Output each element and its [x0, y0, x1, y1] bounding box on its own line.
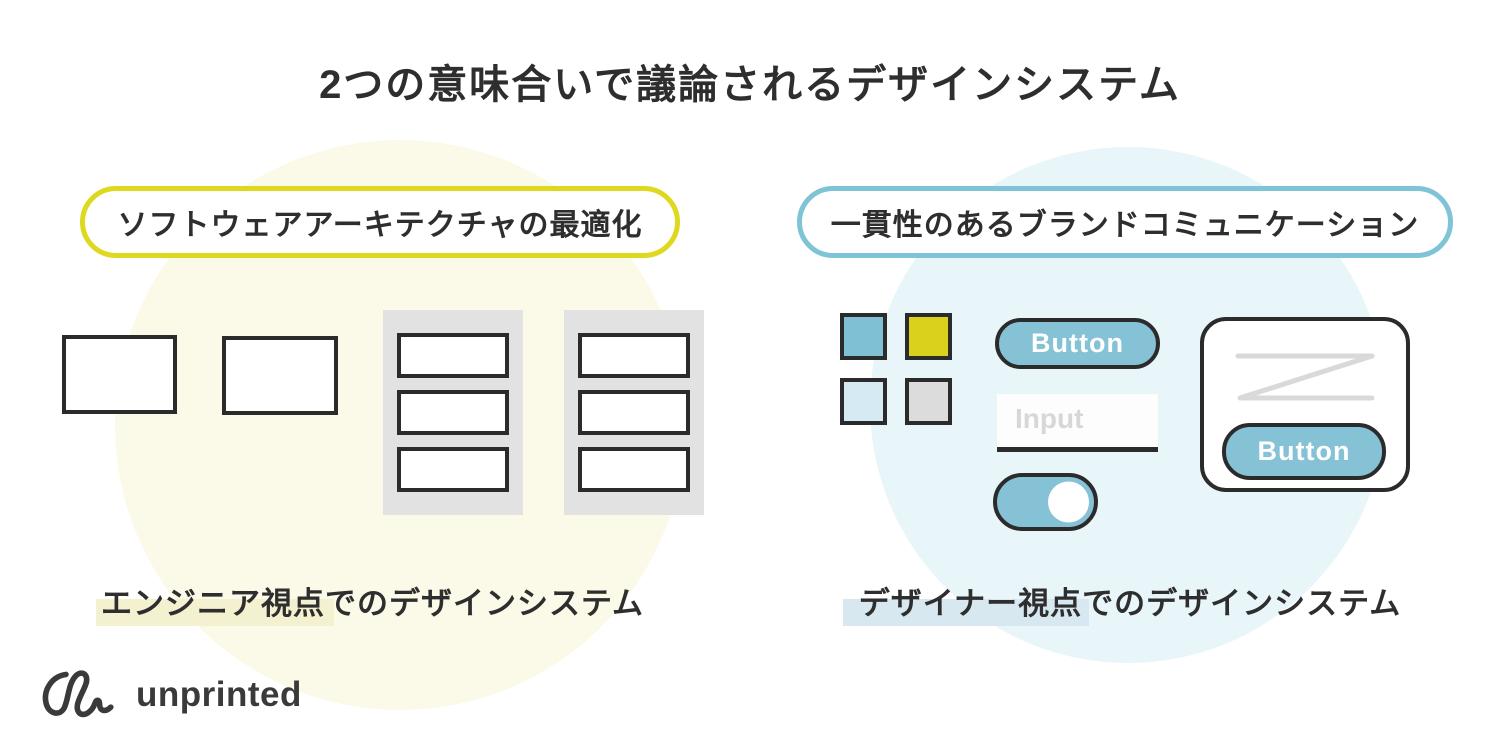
demo-button[interactable]: Button — [995, 318, 1160, 369]
wireframe-box — [222, 336, 338, 415]
wireframe-list-panel — [383, 310, 523, 515]
demo-button-label: Button — [1031, 328, 1124, 358]
left-caption: エンジニア視点でのデザインシステム — [100, 586, 645, 621]
demo-card-button-label: Button — [1257, 436, 1351, 466]
diagram-title: 2つの意味合いで議論されるデザインシステム — [319, 63, 1181, 107]
caption-highlight-blue — [843, 599, 1089, 626]
toggle-knob — [1048, 481, 1089, 523]
wireframe-list-row — [397, 333, 509, 378]
wireframe-list-row — [578, 333, 690, 378]
wireframe-box — [62, 335, 177, 414]
color-swatch-lightblue — [840, 378, 887, 425]
left-topic-badge-label: ソフトウェアアーキテクチャの最適化 — [117, 209, 643, 242]
color-swatch-teal — [840, 313, 887, 360]
demo-card: Button — [1200, 317, 1410, 492]
wireframe-list-row — [397, 447, 509, 492]
unprinted-logo-mark-icon — [42, 670, 114, 718]
demo-card-button[interactable]: Button — [1222, 423, 1386, 480]
left-topic-badge: ソフトウェアアーキテクチャの最適化 — [80, 186, 680, 258]
demo-toggle[interactable] — [993, 473, 1098, 531]
caption-highlight-yellow — [96, 599, 334, 626]
wireframe-list-row — [578, 390, 690, 435]
color-swatch-yellow — [905, 313, 952, 360]
placeholder-zigzag-icon — [1235, 353, 1375, 401]
color-swatch-gray — [905, 378, 952, 425]
right-topic-badge-label: 一貫性のあるブランドコミュニケーション — [830, 209, 1420, 242]
demo-input[interactable] — [997, 394, 1158, 452]
unprinted-logo-text: unprinted — [136, 675, 302, 714]
right-topic-badge: 一貫性のあるブランドコミュニケーション — [797, 186, 1453, 258]
wireframe-list-row — [578, 447, 690, 492]
unprinted-logo: unprinted — [38, 666, 302, 724]
right-caption: デザイナー視点でのデザインシステム — [858, 586, 1402, 621]
wireframe-list-panel — [564, 310, 704, 515]
wireframe-list-row — [397, 390, 509, 435]
